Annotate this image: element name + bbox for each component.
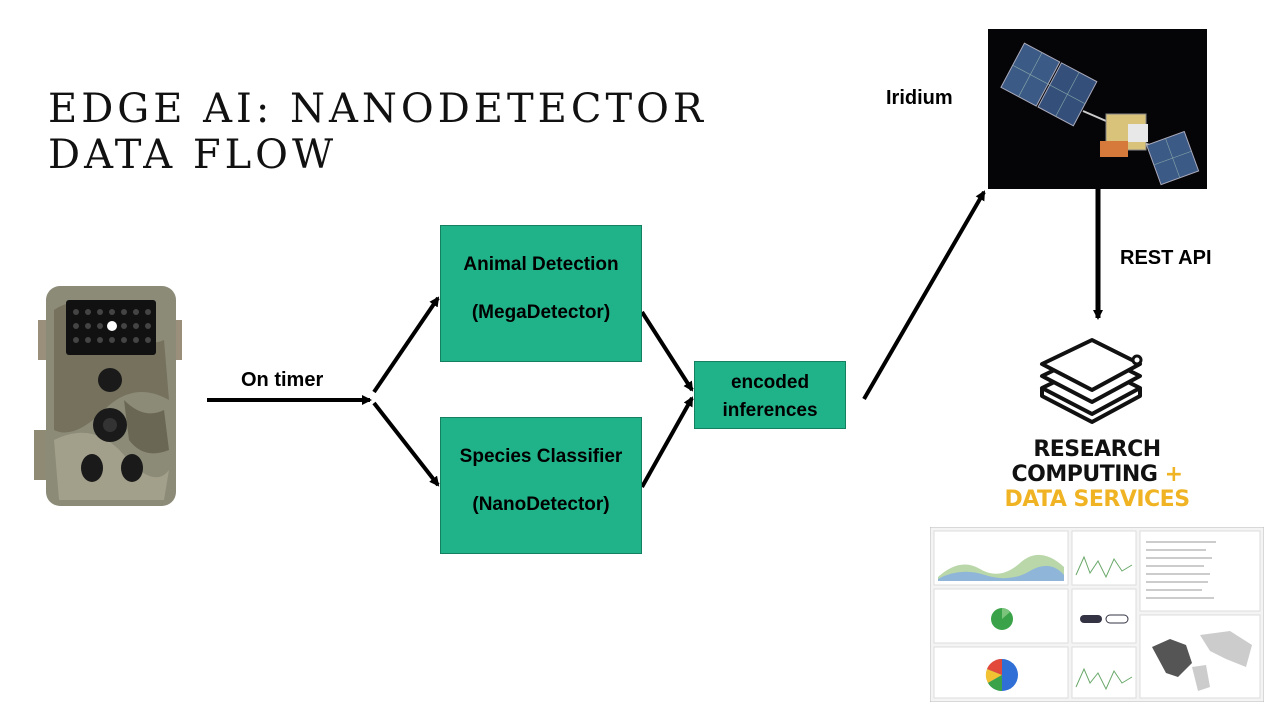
encoded-inferences-line1: encoded	[730, 372, 810, 393]
species-classifier-box: Species Classifier (NanoDetector)	[440, 417, 642, 554]
satellite-image	[988, 29, 1207, 189]
arrow-to-species-classifier	[372, 401, 440, 487]
page-title: EDGE AI: NANODETECTOR DATA FLOW	[48, 86, 708, 178]
animal-detection-box: Animal Detection (MegaDetector)	[440, 225, 642, 362]
arrow-encoded-to-iridium	[862, 190, 986, 401]
logo-plus: +	[1164, 462, 1183, 487]
species-classifier-title: Species Classifier	[459, 446, 623, 467]
arrow-species-to-encoded	[640, 396, 694, 488]
rest-api-label: REST API	[1120, 247, 1212, 269]
logo-line-computing: COMPUTING +	[1011, 462, 1183, 487]
iridium-label: Iridium	[886, 87, 953, 109]
trail-camera-image	[14, 280, 206, 520]
encoded-inferences-box: encoded inferences	[694, 361, 846, 429]
animal-detection-title: Animal Detection	[463, 254, 619, 275]
arrow-to-animal-detection	[372, 296, 440, 394]
on-timer-label: On timer	[241, 369, 324, 391]
dashboard-screenshot	[930, 527, 1264, 702]
logo-line-research: RESEARCH	[1033, 437, 1161, 462]
stacked-layers-logo	[1040, 338, 1143, 424]
arrow-animal-to-encoded	[640, 310, 694, 392]
species-classifier-model: (NanoDetector)	[472, 494, 610, 515]
encoded-inferences-line2: inferences	[722, 400, 818, 421]
logo-line-data-services: DATA SERVICES	[1004, 487, 1190, 512]
research-computing-logo-text: RESEARCH COMPUTING + DATA SERVICES	[982, 437, 1212, 512]
animal-detection-model: (MegaDetector)	[471, 302, 611, 323]
